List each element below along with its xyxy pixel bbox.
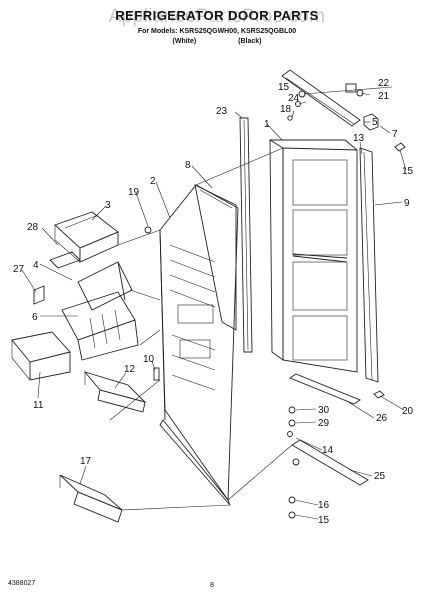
- watermark: AppliancePartsPros.com: [108, 6, 326, 27]
- callout-17: 17: [80, 456, 92, 467]
- page-number: 8: [210, 582, 214, 589]
- callout-labels: 1 2 3 4 5 6 7 8 9 10 11 12 13 14 15 15 1…: [13, 78, 414, 526]
- callout-26: 26: [376, 413, 388, 424]
- shelf-bracket: [33, 285, 45, 305]
- callout-13: 13: [353, 133, 365, 144]
- door-bin-lower-right: [83, 371, 147, 413]
- callout-9: 9: [404, 198, 410, 209]
- callout-7: 7: [392, 129, 398, 140]
- callout-8: 8: [185, 160, 191, 171]
- callout-24: 24: [288, 93, 300, 104]
- callout-15-bottom: 15: [318, 515, 330, 526]
- callout-6: 6: [32, 312, 38, 323]
- callout-5: 5: [372, 117, 378, 128]
- callout-23: 23: [216, 106, 228, 117]
- door-gasket-right: [359, 147, 379, 383]
- callout-12: 12: [124, 364, 136, 375]
- callout-3: 3: [105, 200, 111, 211]
- leader-lines: [21, 86, 407, 520]
- color-variants: (White) (Black): [172, 38, 262, 45]
- diagram-title: REFRIGERATOR DOOR PARTS: [115, 8, 319, 23]
- callout-15-top: 15: [278, 82, 290, 93]
- alignment-lines: [109, 147, 293, 511]
- callout-21: 21: [378, 91, 390, 102]
- door-bottom-cap: [291, 439, 369, 486]
- door-outer-panel: [269, 139, 358, 373]
- bin-cover-small: [49, 251, 81, 269]
- door-bin-bottom: [59, 474, 123, 523]
- door-bottom-trim: [289, 373, 361, 405]
- door-bin-upper: [54, 211, 119, 263]
- callout-20: 20: [402, 406, 414, 417]
- callout-18: 18: [280, 104, 292, 115]
- callout-11: 11: [33, 400, 44, 411]
- callout-1: 1: [264, 119, 270, 130]
- callout-10: 10: [143, 354, 155, 365]
- callout-28: 28: [27, 222, 39, 233]
- callout-4: 4: [33, 260, 39, 271]
- callout-25: 25: [374, 471, 386, 482]
- door-shelf-assembly: [61, 261, 139, 361]
- callout-19: 19: [128, 187, 140, 198]
- door-bin-lower-left: [11, 331, 71, 381]
- callout-22: 22: [378, 78, 390, 89]
- callout-14: 14: [322, 445, 334, 456]
- callout-16: 16: [318, 500, 330, 511]
- callout-27: 27: [13, 264, 25, 275]
- callout-2: 2: [150, 176, 156, 187]
- callout-29: 29: [318, 418, 330, 429]
- callout-15-right: 15: [402, 166, 414, 177]
- document-part-number: 4388027: [8, 580, 36, 587]
- model-numbers: For Models: KSRS25QGWH00, KSRS25QGBL00: [137, 28, 297, 35]
- door-inner-gasket: [194, 184, 237, 331]
- hinge-hardware-bottom: [153, 367, 385, 519]
- callout-30: 30: [318, 405, 330, 416]
- door-top-cap: [281, 69, 379, 131]
- door-inner-liner: [159, 184, 239, 506]
- trim-strip-vertical: [239, 117, 253, 353]
